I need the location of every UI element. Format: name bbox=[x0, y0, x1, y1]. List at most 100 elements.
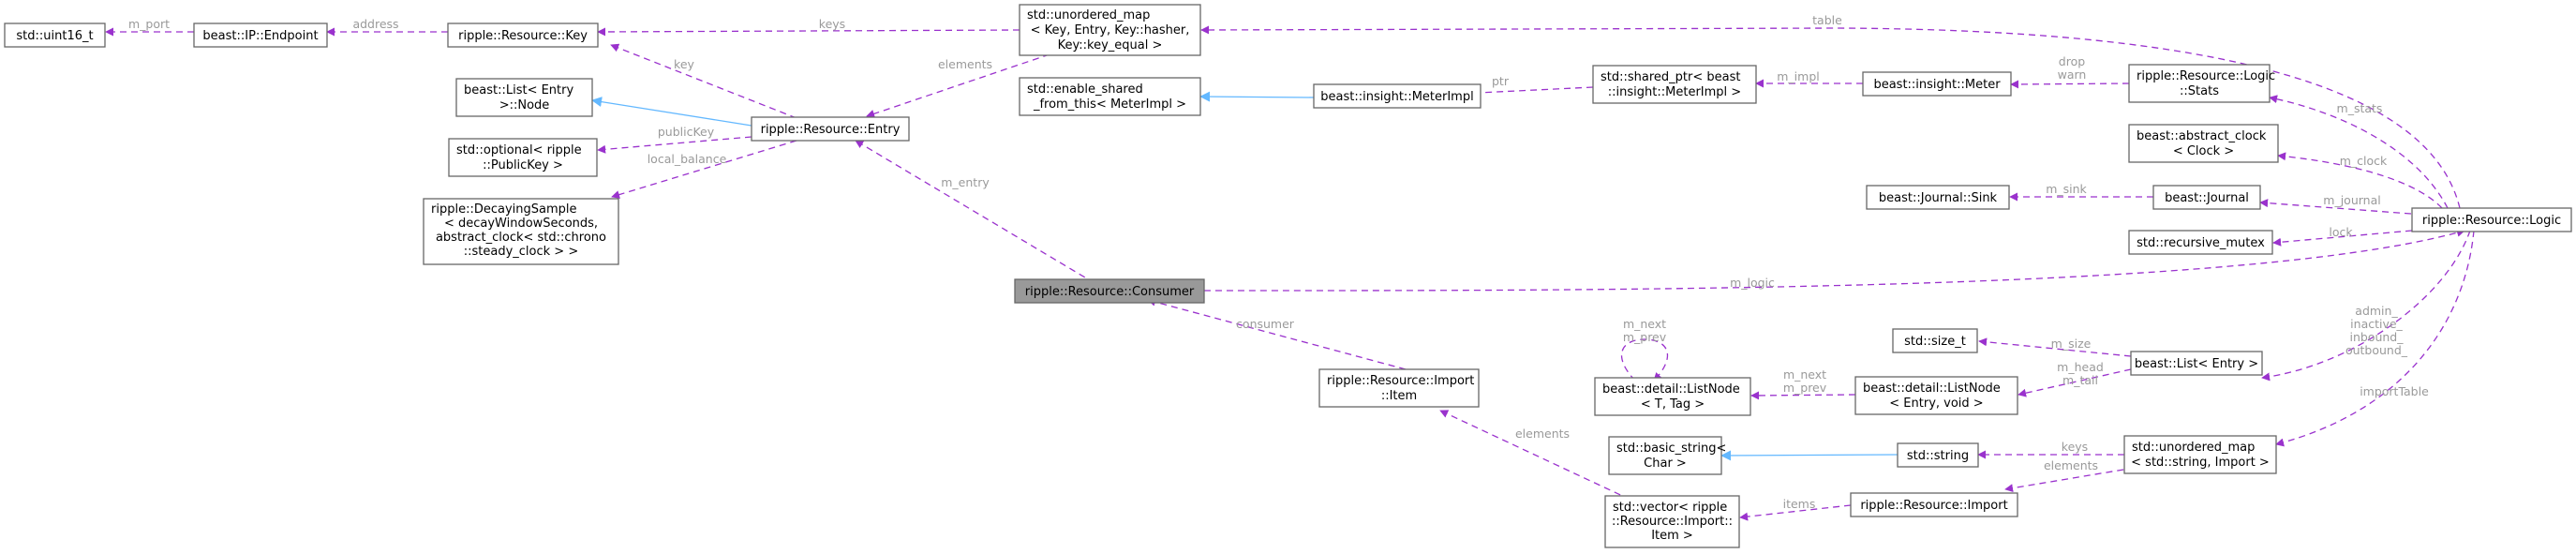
node-beast-list-entry-node[interactable]: beast::List< Entry >::Node bbox=[455, 78, 593, 117]
label-m-tail: m_tail bbox=[2062, 373, 2098, 387]
node-ripple-resource-import[interactable]: ripple::Resource::Import bbox=[1850, 492, 2018, 517]
node-beast-ip-endpoint[interactable]: beast::IP::Endpoint bbox=[193, 22, 328, 48]
edge-table bbox=[1200, 25, 2461, 209]
edge-items bbox=[1739, 504, 1852, 521]
label-m-next: m_next bbox=[1783, 367, 1826, 382]
node-std-shared-ptr-meterimpl[interactable]: std::shared_ptr< beast ::insight::MeterI… bbox=[1592, 65, 1757, 104]
node-std-size-t[interactable]: std::size_t bbox=[1892, 328, 1978, 353]
label-keys-bottom: keys bbox=[2062, 440, 2088, 454]
node-label: std::recursive_mutex bbox=[2137, 236, 2265, 250]
label-lock: lock bbox=[2329, 225, 2353, 239]
node-label: < Entry, void > bbox=[1889, 397, 1983, 411]
node-label: beast::Journal bbox=[2165, 191, 2249, 205]
label-admin: admin_ bbox=[2355, 304, 2398, 318]
node-label: ::Stats bbox=[2180, 84, 2219, 98]
node-label: beast::abstract_clock bbox=[2137, 129, 2267, 143]
node-label: beast::insight::Meter bbox=[1873, 78, 2001, 92]
node-label: beast::List< Entry > bbox=[2135, 357, 2258, 371]
label-m-stats: m_stats bbox=[2337, 101, 2383, 115]
node-ripple-resource-import-item[interactable]: ripple::Resource::Import ::Item bbox=[1318, 368, 1480, 408]
node-beast-detail-listnode-entry-void[interactable]: beast::detail::ListNode < Entry, void > bbox=[1854, 376, 2018, 415]
edge-m-clock bbox=[2277, 152, 2443, 209]
node-label: < Key, Entry, Key::hasher, bbox=[1031, 23, 1190, 37]
label-m-size: m_size bbox=[2051, 337, 2092, 351]
node-label: std::enable_shared bbox=[1027, 82, 1143, 97]
label-m-prev: m_prev bbox=[1783, 381, 1827, 395]
node-beast-insight-meterimpl[interactable]: beast::insight::MeterImpl bbox=[1313, 83, 1482, 109]
node-ripple-decaying-sample[interactable]: ripple::DecayingSample < decayWindowSeco… bbox=[423, 198, 619, 265]
node-std-optional-publickey[interactable]: std::optional< ripple ::PublicKey > bbox=[448, 138, 598, 177]
node-label: Key::key_equal > bbox=[1058, 38, 1163, 52]
node-beast-detail-listnode-t-tag[interactable]: beast::detail::ListNode < T, Tag > bbox=[1594, 377, 1751, 416]
label-m-journal: m_journal bbox=[2323, 193, 2380, 207]
node-std-uint16-t[interactable]: std::uint16_t bbox=[4, 22, 106, 48]
node-beast-list-entry[interactable]: beast::List< Entry > bbox=[2130, 351, 2263, 376]
label-m-port: m_port bbox=[128, 17, 170, 31]
edge-admin-inbound bbox=[2261, 230, 2471, 382]
label-m-impl: m_impl bbox=[1777, 69, 1819, 83]
label-local-balance: local_balance bbox=[648, 152, 727, 166]
node-label: ripple::DecayingSample bbox=[431, 202, 577, 217]
node-ripple-resource-logic[interactable]: ripple::Resource::Logic bbox=[2411, 207, 2572, 232]
node-label: _from_this< MeterImpl > bbox=[1033, 97, 1186, 112]
node-beast-abstract-clock[interactable]: beast::abstract_clock < Clock > bbox=[2128, 124, 2279, 163]
label-m-next-self: m_next bbox=[1623, 317, 1666, 331]
node-beast-journal[interactable]: beast::Journal bbox=[2152, 185, 2261, 210]
node-label: ripple::Resource::Key bbox=[458, 29, 588, 43]
node-label: ::Item bbox=[1381, 389, 1417, 403]
node-std-enable-shared-from-this[interactable]: std::enable_shared _from_this< MeterImpl… bbox=[1019, 77, 1201, 116]
node-label: std::string bbox=[1907, 449, 1969, 463]
node-label: beast::List< Entry bbox=[464, 83, 573, 97]
node-label: std::unordered_map bbox=[1027, 8, 1150, 22]
label-address: address bbox=[352, 17, 398, 31]
node-label: std::size_t bbox=[1904, 335, 1966, 349]
node-std-string[interactable]: std::string bbox=[1897, 442, 1979, 468]
node-std-recursive-mutex[interactable]: std::recursive_mutex bbox=[2128, 230, 2273, 255]
node-label: std::optional< ripple bbox=[456, 143, 582, 157]
label-publickey: publicKey bbox=[658, 125, 715, 139]
node-ripple-resource-entry[interactable]: ripple::Resource::Entry bbox=[751, 116, 910, 142]
node-label: beast::Journal::Sink bbox=[1879, 191, 1998, 205]
node-label: beast::detail::ListNode bbox=[1863, 382, 2001, 396]
node-label: ripple::Resource::Import bbox=[1860, 499, 2007, 513]
node-label: abstract_clock< std::chrono bbox=[436, 231, 606, 245]
node-beast-insight-meter[interactable]: beast::insight::Meter bbox=[1862, 71, 2012, 97]
edge-m-journal bbox=[2259, 199, 2412, 215]
label-items: items bbox=[1783, 497, 1816, 511]
node-std-vector-import-item[interactable]: std::vector< ripple ::Resource::Import::… bbox=[1604, 495, 1740, 548]
node-label: beast::IP::Endpoint bbox=[202, 29, 318, 43]
label-drop: drop bbox=[2059, 54, 2085, 68]
label-elements-bottom: elements bbox=[2044, 458, 2098, 472]
node-label: ripple::Resource::Consumer bbox=[1025, 285, 1195, 299]
label-m-logic: m_logic bbox=[1730, 276, 1775, 290]
label-elements-mid: elements bbox=[1515, 427, 1570, 441]
node-ripple-resource-consumer[interactable]: ripple::Resource::Consumer bbox=[1014, 278, 1205, 304]
node-label: < decayWindowSeconds, bbox=[444, 217, 598, 231]
node-label: ripple::Resource::Entry bbox=[761, 123, 901, 137]
node-beast-journal-sink[interactable]: beast::Journal::Sink bbox=[1866, 185, 2010, 210]
node-std-unordered-map-string-import[interactable]: std::unordered_map < std::string, Import… bbox=[2123, 435, 2277, 474]
edge-drop-warn bbox=[2010, 80, 2130, 89]
node-label: ripple::Resource::Import bbox=[1327, 374, 1474, 388]
edge-m-stats bbox=[2269, 95, 2449, 209]
node-ripple-resource-logic-stats[interactable]: ripple::Resource::Logic ::Stats bbox=[2128, 64, 2275, 103]
edge-m-entry bbox=[855, 140, 1095, 284]
node-label: ::PublicKey > bbox=[483, 158, 563, 172]
edge-consumer bbox=[1147, 297, 1407, 370]
label-elements-top: elements bbox=[938, 57, 992, 71]
node-label: Item > bbox=[1651, 529, 1693, 543]
label-m-entry: m_entry bbox=[941, 175, 990, 189]
node-label: beast::insight::MeterImpl bbox=[1320, 90, 1473, 104]
node-label: std::vector< ripple bbox=[1613, 501, 1727, 515]
node-std-basic-string-char[interactable]: std::basic_string< Char > bbox=[1608, 436, 1726, 475]
node-label: ::steady_clock > > bbox=[464, 245, 578, 259]
label-inactive: inactive_ bbox=[2350, 317, 2403, 331]
edge-elements-top bbox=[866, 53, 1050, 118]
edge-elements-mid bbox=[1439, 410, 1631, 501]
node-label: std::unordered_map bbox=[2132, 441, 2255, 455]
node-ripple-resource-key[interactable]: ripple::Resource::Key bbox=[447, 22, 599, 48]
node-std-unordered-map-key-entry[interactable]: std::unordered_map < Key, Entry, Key::ha… bbox=[1019, 4, 1201, 56]
node-label: < std::string, Import > bbox=[2131, 456, 2270, 470]
node-label: std::shared_ptr< beast bbox=[1601, 70, 1740, 84]
